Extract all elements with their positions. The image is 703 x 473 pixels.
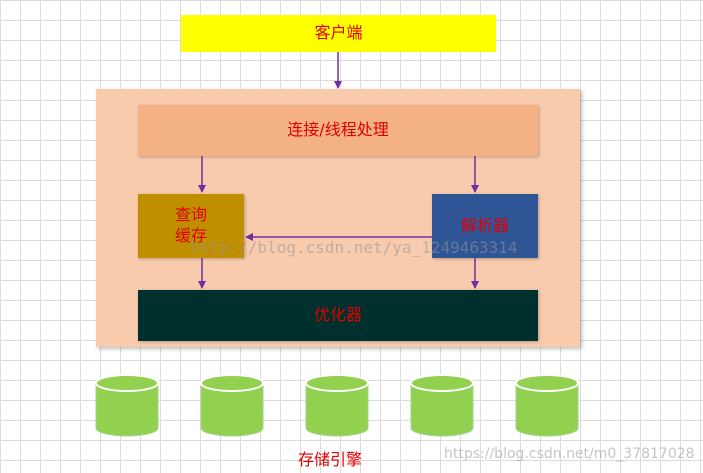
watermark-bottom: https://blog.csdn.net/m0_37817028 xyxy=(444,446,695,462)
parser-label: 解析器 xyxy=(460,215,509,235)
optimizer-box: 优化器 xyxy=(138,290,538,341)
storage-cylinder xyxy=(200,374,264,437)
storage-engine-label: 存储引擎 xyxy=(298,450,363,469)
query-cache-label-line2: 缓存 xyxy=(174,226,207,245)
storage-cylinder xyxy=(515,374,579,437)
connection-thread-box: 连接/线程处理 xyxy=(138,105,538,156)
client-box: 客户端 xyxy=(181,15,496,52)
watermark-center: http://blog.csdn.net/ya_1249463314 xyxy=(190,238,518,257)
storage-cylinder xyxy=(305,374,369,437)
storage-cylinder xyxy=(95,374,159,437)
parser-box: 解析器 xyxy=(432,194,538,258)
connection-label: 连接/线程处理 xyxy=(287,120,389,140)
optimizer-label: 优化器 xyxy=(313,305,362,325)
storage-cylinder xyxy=(410,374,474,437)
storage-engine-cylinders xyxy=(95,374,579,437)
query-cache-label-line1: 查询 xyxy=(174,205,207,225)
query-cache-box: 查询 缓存 xyxy=(138,194,244,258)
client-label: 客户端 xyxy=(314,23,363,43)
